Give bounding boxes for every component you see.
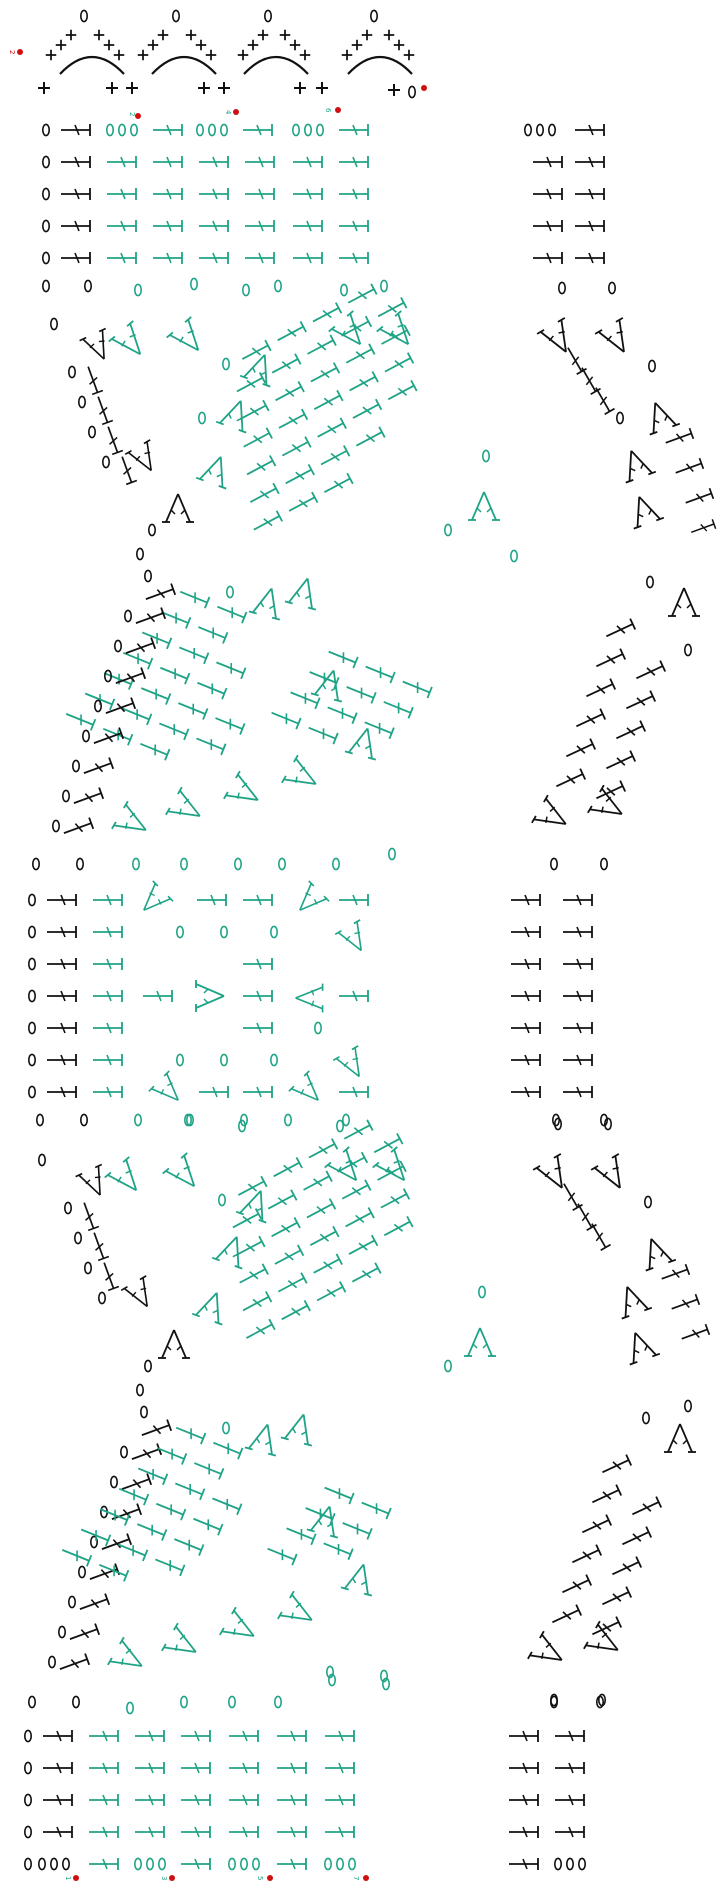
row-number-label: 7 <box>352 1876 360 1880</box>
marker-red-dot <box>17 49 23 55</box>
marker-red-dot <box>135 113 141 119</box>
chevron-1-left-edge <box>43 280 194 535</box>
header-scallops: 2 <box>8 10 427 97</box>
bottom-band-left-edge <box>25 1696 79 1869</box>
row-number-label: 1 <box>64 1876 72 1880</box>
marker-red-dot <box>421 85 427 91</box>
scallop-1 <box>38 10 124 94</box>
bottom-band-green <box>89 1674 389 1870</box>
scallop-3 <box>198 10 310 94</box>
header-scallop-number: 2 <box>8 50 16 54</box>
marker-red-dot <box>169 1875 175 1881</box>
chevron-section-1 <box>43 274 716 843</box>
chevron-1-right-edge <box>532 282 716 837</box>
marker-red-dot <box>73 1875 79 1881</box>
row-number-label: 5 <box>256 1876 264 1880</box>
chevron-2-right-edge <box>528 1118 709 1705</box>
bottom-band-right-edge <box>509 1696 603 1870</box>
chevron-2-dc-lattice <box>183 1110 452 1343</box>
middle-band-green <box>93 848 395 1125</box>
chevron-2-green <box>60 1110 496 1681</box>
scallop-4 <box>294 10 415 97</box>
top-band-right-edge <box>525 124 604 264</box>
middle-band-right-edge <box>511 858 607 1125</box>
marker-red-dot <box>335 107 341 113</box>
bottom-row-markers: 1 3 5 7 <box>64 1875 369 1881</box>
top-band: 2 4 6 <box>43 107 604 264</box>
chevron-2-dc-lattice-lower <box>60 1400 391 1664</box>
chevron-section-2 <box>39 1110 710 1705</box>
marker-red-dot <box>233 109 239 115</box>
marker-red-dot <box>267 1875 273 1881</box>
top-band-left-edge <box>43 124 90 264</box>
row-number-label: 4 <box>224 110 232 115</box>
middle-band <box>29 848 607 1125</box>
middle-band-left-edge <box>29 858 87 1125</box>
top-band-green <box>107 124 368 264</box>
row-number-label: 2 <box>128 112 136 116</box>
scallop-2 <box>106 10 216 94</box>
bottom-band: 1 3 5 7 <box>25 1674 603 1881</box>
row-number-label: 6 <box>324 108 332 113</box>
row-number-label: 3 <box>160 1876 168 1880</box>
chevron-2-left-edge <box>39 1154 190 1674</box>
chevron-1-dc-lattice-lower <box>64 564 432 843</box>
chevron-1-green <box>64 274 517 843</box>
chevron-1-dc-lattice <box>178 274 468 535</box>
marker-red-dot <box>363 1875 369 1881</box>
